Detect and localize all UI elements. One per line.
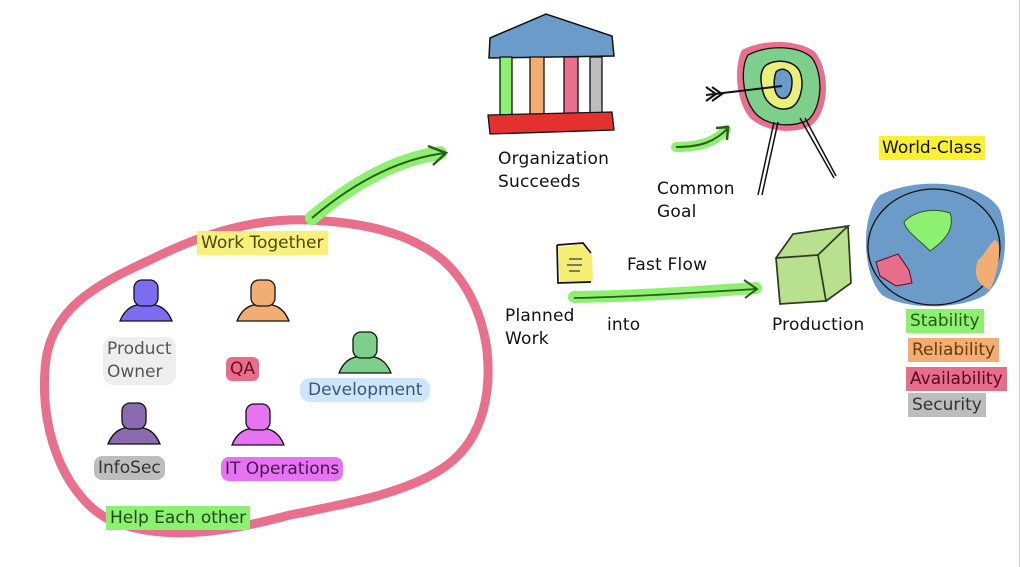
member-label-it-operations: IT Operations <box>221 457 344 481</box>
person-icon-product-owner <box>119 279 173 322</box>
member-label-development: Development <box>300 378 431 402</box>
product-owner-line1: Product <box>107 339 172 359</box>
arrow-fast-flow <box>568 282 762 303</box>
production-cube-icon <box>775 224 852 305</box>
into-label: into <box>607 315 641 335</box>
goal-line1: Common <box>657 179 735 199</box>
quality-availability: Availability <box>906 367 1007 391</box>
product-owner-line2: Owner <box>107 362 163 382</box>
production-label: Production <box>772 315 865 335</box>
organization-line2: Succeeds <box>498 172 581 192</box>
document-icon <box>556 242 593 284</box>
work-together-label: Work Together <box>197 231 328 255</box>
quality-reliability: Reliability <box>908 338 1000 362</box>
member-label-qa: QA <box>226 357 260 381</box>
arrow-to-organization <box>305 146 447 225</box>
person-icon-qa <box>236 279 290 322</box>
arrow-to-goal-line <box>675 127 729 148</box>
person-icon-it-operations <box>231 403 285 446</box>
goal-line2: Goal <box>657 202 697 222</box>
globe-icon <box>865 183 1005 307</box>
world-class-label: World-Class <box>879 136 985 160</box>
quality-security: Security <box>908 393 986 417</box>
planned-work-line2: Work <box>505 329 549 349</box>
team-people <box>107 279 392 446</box>
arrow-fast-flow-head <box>743 279 759 299</box>
organization-building-icon <box>487 13 615 135</box>
fast-flow-label: Fast Flow <box>627 255 708 275</box>
quality-stability: Stability <box>906 309 984 333</box>
arrow-to-organization-line <box>311 152 446 219</box>
arrow-to-organization-head <box>427 144 449 166</box>
planned-work-line1: Planned <box>505 306 575 326</box>
canvas-edge <box>1019 0 1020 567</box>
target-icon <box>705 41 837 196</box>
help-each-other-label: Help Each other <box>106 506 251 530</box>
person-icon-development <box>338 331 392 374</box>
person-icon-infosec <box>107 402 161 445</box>
arrow-fast-flow-line <box>573 288 758 299</box>
organization-line1: Organization <box>498 149 610 169</box>
arrow-to-goal-head <box>715 125 730 141</box>
member-label-infosec: InfoSec <box>94 456 165 480</box>
team-ring <box>39 215 493 538</box>
